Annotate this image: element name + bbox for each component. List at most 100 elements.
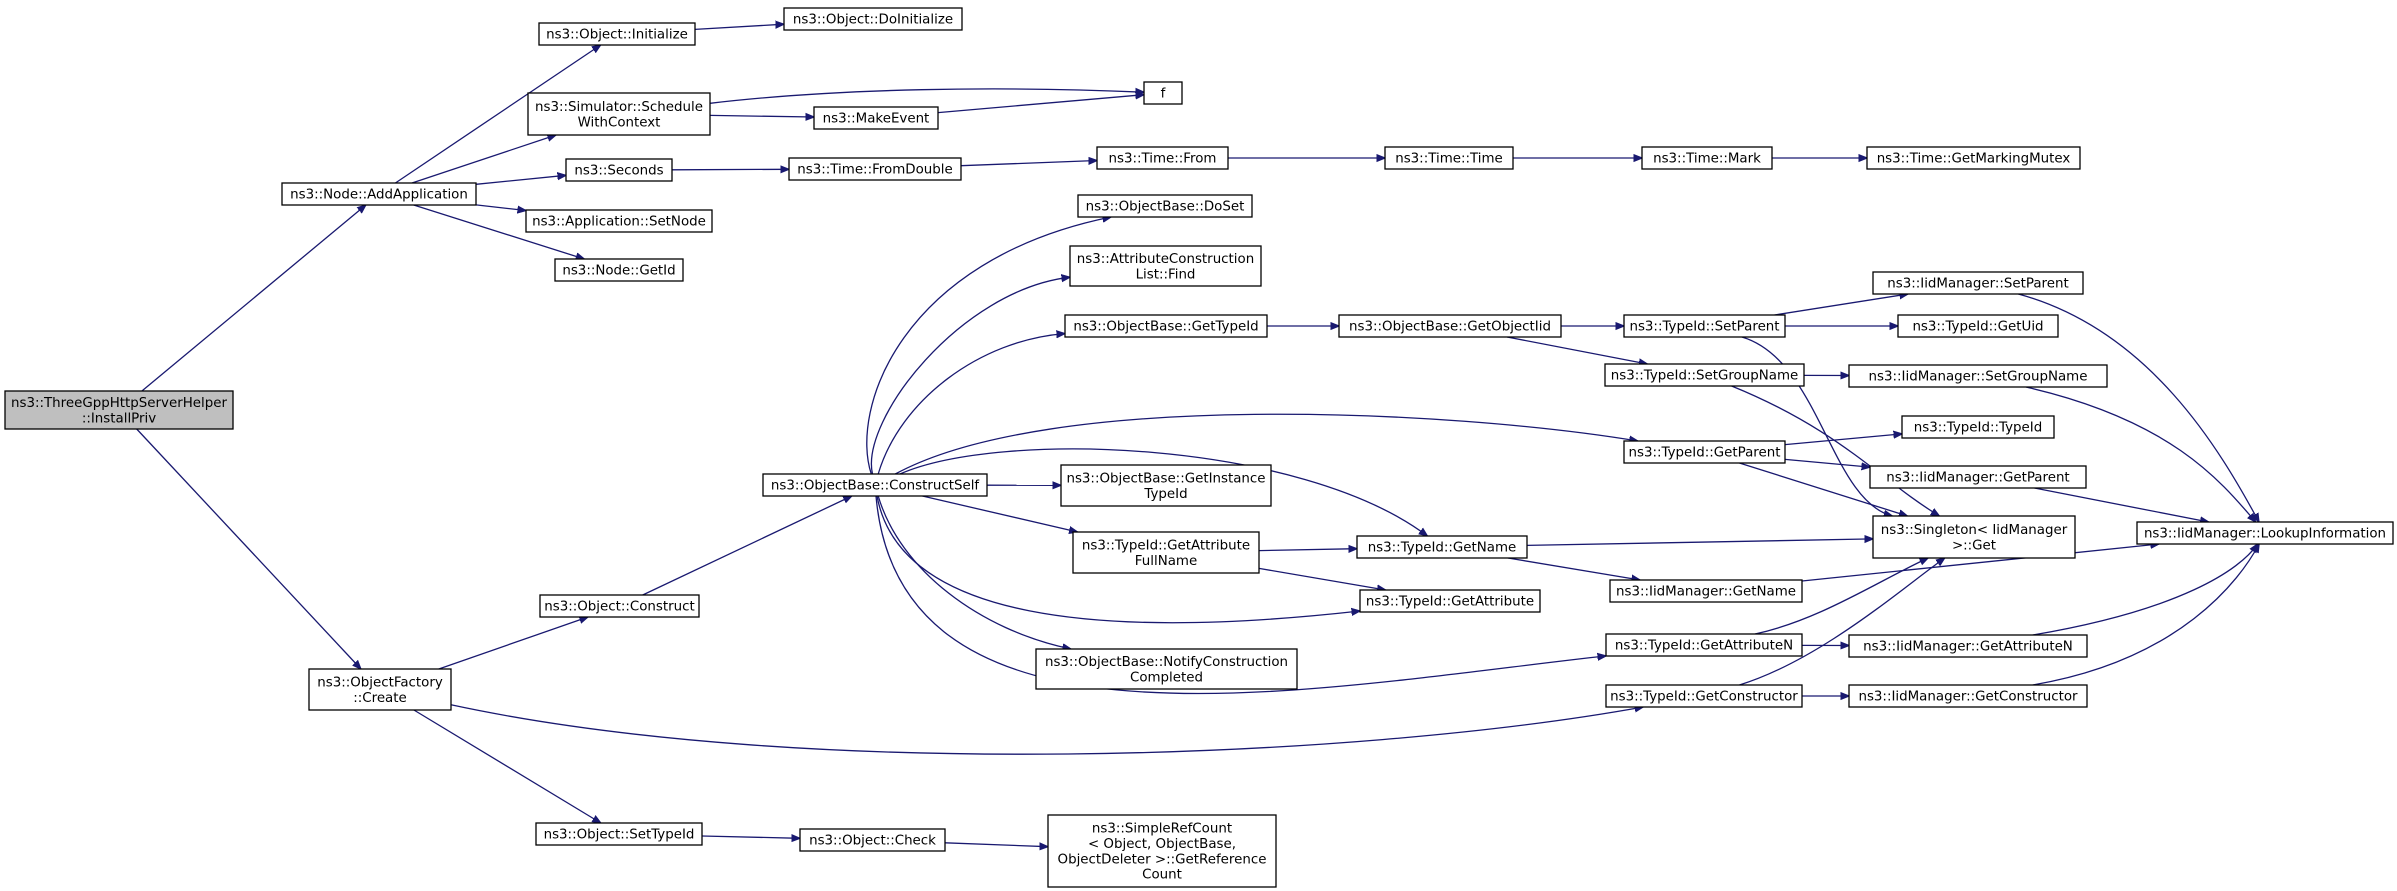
edge-arrow — [937, 95, 1144, 114]
node-label: ns3::Object::Check — [809, 834, 936, 849]
edge-arrow — [709, 89, 1144, 104]
node-do-init[interactable]: ns3::Object::DoInitialize — [783, 7, 963, 31]
edge-arrow — [2034, 487, 2208, 522]
edge-arrow — [2032, 544, 2259, 686]
node-set-parent[interactable]: ns3::TypeId::SetParent — [1623, 314, 1786, 338]
node-label: ns3::Singleton< IidManager — [1881, 523, 2068, 538]
node-label: f — [1161, 87, 1166, 102]
edge-arrow — [701, 836, 800, 838]
edge-init-to-do-init — [694, 24, 784, 31]
node-add-app[interactable]: ns3::Node::AddApplication — [281, 182, 477, 206]
edge-get-parent-to-iid-get-parent — [1784, 458, 1870, 467]
node-root: ns3::ThreeGppHttpServerHelper::InstallPr… — [4, 390, 234, 430]
node-label: ns3::Simulator::Schedule — [535, 100, 703, 115]
edge-construct-self-to-do-set — [866, 217, 1111, 475]
node-iid-get-parent[interactable]: ns3::IidManager::GetParent — [1869, 465, 2087, 489]
node-obj-check[interactable]: ns3::Object::Check — [799, 828, 946, 852]
edge-construct-self-to-get-attribute — [876, 495, 1360, 624]
node-from-double[interactable]: ns3::Time::FromDouble — [788, 157, 962, 181]
node-iid-set-parent[interactable]: ns3::IidManager::SetParent — [1872, 271, 2084, 295]
edge-arrow — [1801, 544, 2159, 582]
node-box — [1035, 648, 1298, 690]
edge-arrow — [875, 495, 1606, 695]
node-box — [4, 390, 234, 430]
node-get-attribute-n[interactable]: ns3::TypeId::GetAttributeN — [1605, 633, 1803, 657]
node-box — [799, 828, 946, 852]
edge-arrow — [2018, 293, 2259, 522]
node-box — [565, 158, 673, 182]
edge-arrow — [136, 428, 361, 669]
node-f[interactable]: f — [1143, 81, 1183, 105]
node-box — [1866, 146, 2081, 170]
edge-arrow — [2032, 544, 2258, 636]
node-make-event[interactable]: ns3::MakeEvent — [813, 106, 939, 130]
node-time-from[interactable]: ns3::Time::From — [1096, 146, 1229, 170]
node-set-type-id[interactable]: ns3::Object::SetTypeId — [535, 822, 703, 846]
node-time-mark[interactable]: ns3::Time::Mark — [1641, 146, 1773, 170]
node-box — [1384, 146, 1514, 170]
node-box — [1143, 81, 1183, 105]
node-set-node[interactable]: ns3::Application::SetNode — [525, 209, 713, 233]
node-notify[interactable]: ns3::ObjectBase::NotifyConstructionCompl… — [1035, 648, 1298, 690]
edge-arrow — [894, 413, 1638, 475]
node-box — [308, 668, 452, 711]
node-box — [1869, 465, 2087, 489]
edge-add-app-to-seconds — [475, 175, 566, 185]
node-get-parent[interactable]: ns3::TypeId::GetParent — [1623, 440, 1786, 464]
node-iid-get-constructor[interactable]: ns3::IidManager::GetConstructor — [1848, 684, 2088, 708]
node-label: ns3::ObjectFactory — [317, 675, 443, 690]
node-get-uid[interactable]: ns3::TypeId::GetUid — [1897, 314, 2059, 338]
node-get-attribute[interactable]: ns3::TypeId::GetAttribute — [1359, 589, 1541, 613]
edge-get-constructor-to-singleton-get — [1739, 558, 1944, 686]
edge-arrow — [1739, 558, 1944, 686]
node-set-group-name[interactable]: ns3::TypeId::SetGroupName — [1604, 363, 1805, 387]
node-box — [1623, 440, 1786, 464]
node-box — [539, 594, 700, 618]
node-box — [525, 209, 713, 233]
node-box — [1609, 579, 1803, 603]
node-box — [1064, 314, 1268, 338]
node-init[interactable]: ns3::Object::Initialize — [538, 22, 696, 46]
edge-add-app-to-get-id — [413, 204, 585, 259]
node-box — [1060, 464, 1272, 507]
node-get-constructor[interactable]: ns3::TypeId::GetConstructor — [1605, 684, 1803, 708]
node-construct[interactable]: ns3::Object::Construct — [539, 594, 700, 618]
edge-arrow — [870, 277, 1070, 475]
node-box — [1069, 245, 1262, 287]
node-get-object-iid[interactable]: ns3::ObjectBase::GetObjectIid — [1338, 314, 1562, 338]
node-iid-get-name[interactable]: ns3::IidManager::GetName — [1609, 579, 1803, 603]
node-iid-get-attribute-n[interactable]: ns3::IidManager::GetAttributeN — [1848, 634, 2088, 658]
node-ref-count[interactable]: ns3::SimpleRefCount< Object, ObjectBase,… — [1047, 814, 1277, 888]
edge-create-to-set-type-id — [413, 709, 601, 823]
node-box — [1872, 515, 2076, 559]
node-create[interactable]: ns3::ObjectFactory::Create — [308, 668, 452, 711]
node-get-name[interactable]: ns3::TypeId::GetName — [1356, 535, 1528, 559]
node-do-set[interactable]: ns3::ObjectBase::DoSet — [1077, 194, 1253, 218]
edge-arrow — [413, 204, 585, 259]
edges — [136, 24, 2259, 847]
edge-iid-get-name-to-lookup — [1801, 544, 2159, 582]
node-type-id-ctor[interactable]: ns3::TypeId::TypeId — [1901, 415, 2055, 439]
node-label: ns3::TypeId::TypeId — [1914, 421, 2042, 436]
node-time-time[interactable]: ns3::Time::Time — [1384, 146, 1514, 170]
edge-arrow — [899, 448, 1427, 536]
node-construct-self[interactable]: ns3::ObjectBase::ConstructSelf — [762, 473, 988, 497]
node-lookup[interactable]: ns3::IidManager::LookupInformation — [2136, 521, 2394, 545]
edge-get-name-to-singleton-get — [1526, 539, 1873, 547]
edge-construct-self-to-get-attribute-n — [875, 495, 1606, 695]
node-get-id[interactable]: ns3::Node::GetId — [554, 258, 684, 282]
edge-schedule-to-make-event — [709, 115, 814, 117]
node-get-type-id[interactable]: ns3::ObjectBase::GetTypeId — [1064, 314, 1268, 338]
node-seconds[interactable]: ns3::Seconds — [565, 158, 673, 182]
node-mutex[interactable]: ns3::Time::GetMarkingMutex — [1866, 146, 2081, 170]
node-label: >::Get — [1952, 538, 1996, 553]
edge-construct-self-to-get-type-id — [877, 334, 1065, 475]
node-iid-set-group-name[interactable]: ns3::IidManager::SetGroupName — [1848, 364, 2108, 388]
edge-arrow — [922, 495, 1077, 532]
node-singleton-get[interactable]: ns3::Singleton< IidManager>::Get — [1872, 515, 2076, 559]
node-label: ns3::TypeId::GetName — [1368, 541, 1517, 556]
